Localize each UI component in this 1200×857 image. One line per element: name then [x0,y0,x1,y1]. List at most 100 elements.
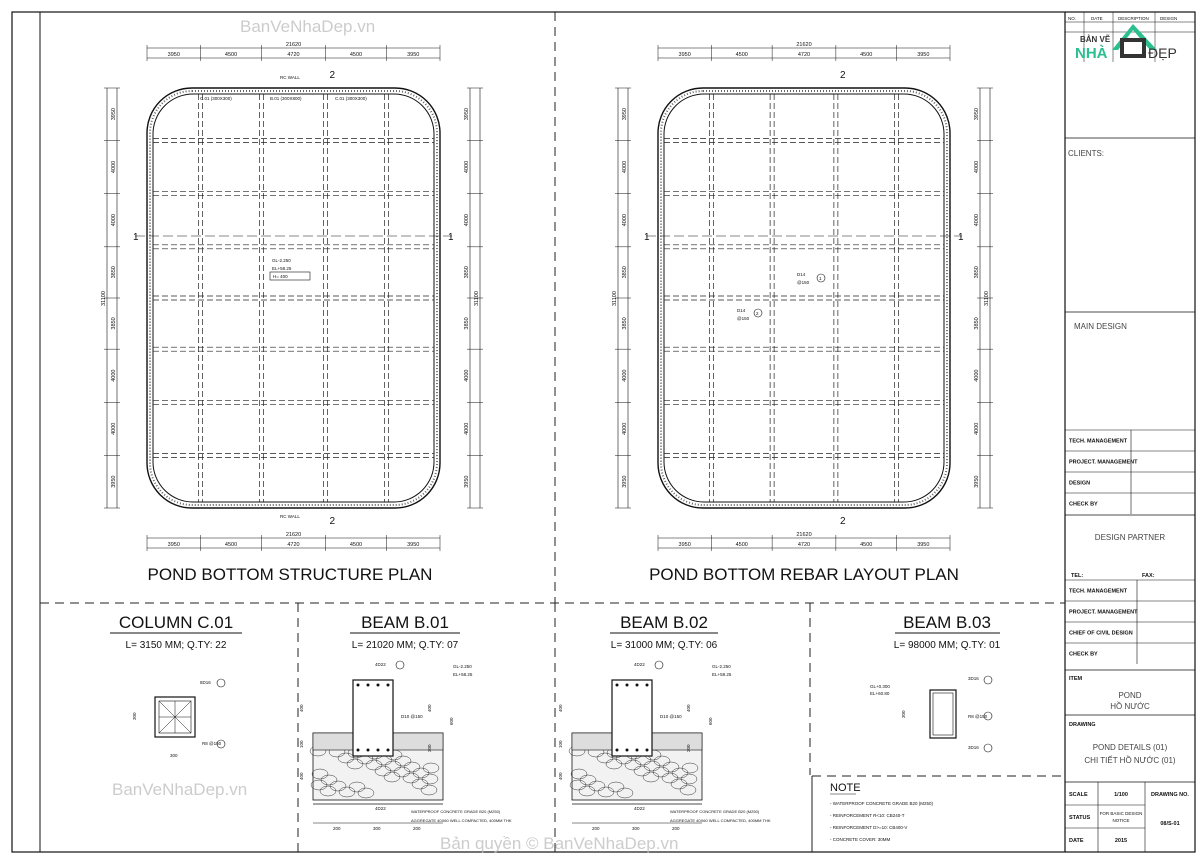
stone [357,787,375,799]
item-value-vn: HỒ NƯỚC [1110,701,1150,711]
dimension-label: 4000 [622,161,628,173]
bot-bar-label: 4D22 [634,806,645,811]
stone [579,774,597,786]
note-item: - REINFORCEMENT D>=10: CB400-V [830,825,907,830]
stone [320,774,338,786]
dimension-label: 3850 [464,266,470,278]
stone [329,780,347,792]
title-row-label: PROJECT. MANAGEMENT [1069,610,1138,616]
callout-circle [654,660,664,670]
dimension-label: 600 [449,717,454,725]
svg-text:1: 1 [819,276,822,281]
general-notes: NOTE - WATERPROOF CONCRETE GRADE B20 (M2… [811,775,1065,852]
svg-text:ĐẸP: ĐẸP [1148,45,1177,61]
title-row-label: CHECK BY [1069,502,1098,508]
svg-text:GL+0.300: GL+0.300 [870,684,890,689]
dimension-label: 4000 [622,370,628,382]
status-value: FOR BASIC DESIGN [1100,811,1143,816]
detail-note: AGGREGATE 40X60 WELL COMPACTED, 400MM TH… [670,818,771,823]
stone [653,755,671,767]
detail-subtitle: L= 98000 MM; Q.TY: 01 [894,640,1001,651]
title-block: NO. DATE DESCRIPTION DESIGN CLIENTS: MAI… [1065,12,1195,852]
rev-header: DATE [1091,16,1103,21]
sheet-border [11,11,1196,853]
detail-beam-b01: BEAM B.01 L= 21020 MM; Q.TY: 07 4D224D22… [299,613,512,831]
wall-hatch [660,90,948,506]
dimension-label: 4000 [464,161,470,173]
dimension-label: 300 [373,826,381,831]
dimension-label: 3950 [464,476,470,488]
status-label: STATUS [1069,815,1091,821]
dimension-label: 4500 [225,542,237,548]
dimension-label: 3950 [622,108,628,120]
drawing-value-vn: CHI TIẾT HỒ NƯỚC (01) [1084,755,1176,765]
dimension-label: 21620 [286,532,301,538]
dimension-label: 400 [558,704,563,712]
dimension-label: 400 [427,704,432,712]
fax-label: FAX: [1142,573,1155,579]
detail-note: WATERPROOF CONCRETE GRADE B20 (M250) [411,809,501,814]
title-row-label: DESIGN [1069,481,1090,487]
rebar-dot [376,748,380,752]
svg-text:EL+60.80: EL+60.80 [870,691,890,696]
dimension-label: 3950 [917,542,929,548]
pond-wall-inner [663,93,945,503]
rebar-dot [366,748,370,752]
rebar-dot [635,683,639,687]
el-label: EL+58.25 [712,672,732,677]
section-mark: 1 [133,232,139,243]
bot-bar-label: 4D22 [375,806,386,811]
dimension-label: 4000 [111,161,117,173]
dimension-label: 4000 [111,423,117,435]
svg-text:NHÀ: NHÀ [1075,45,1108,62]
clients-label: CLIENTS: [1068,149,1104,158]
rebar-dot [615,748,619,752]
dimension-label: 200 [427,744,432,752]
date-label: DATE [1069,838,1084,844]
dimension-label: 4720 [798,542,810,548]
rebar-dot [645,683,649,687]
detail-title: BEAM B.02 [620,613,708,632]
callout-circle [395,660,405,670]
top-bar-label: 4D22 [634,662,645,667]
dimension-label: 3850 [622,317,628,329]
svg-text:R8 @150: R8 @150 [968,714,988,719]
dimension-label: 4500 [860,542,872,548]
detail-column-c01: COLUMN C.01 L= 3150 MM; Q.TY: 22 8D16 R8… [110,613,242,758]
dimension-label: 4500 [736,52,748,58]
section-mark: 1 [448,232,454,243]
dimension-label: 4720 [287,52,299,58]
scale-value: 1/100 [1114,792,1128,798]
dimension-label: 3950 [407,542,419,548]
dimension-label: 21620 [286,42,301,48]
stone [607,781,625,793]
stone [311,768,329,780]
section-mark: 2 [330,516,336,527]
title-row-label: CHIEF OF CIVIL DESIGN [1069,631,1133,637]
svg-text:BẢN VẼ: BẢN VẼ [1080,35,1111,44]
wall-label: RC WALL [280,75,300,80]
title-row-label: CHECK BY [1069,652,1098,658]
stone [662,761,680,773]
gl-label: GL-2.250 [712,664,731,669]
stone [403,761,421,773]
beam-label: C.01 (300X300) [335,96,367,101]
design-partner-label: DESIGN PARTNER [1095,533,1166,542]
rev-header: NO. [1068,16,1076,21]
dimension-label: 3950 [168,52,180,58]
dimension-label: 4500 [225,52,237,58]
title-row-label: TECH. MANAGEMENT [1069,439,1128,445]
status-value-2: NOTICE [1112,818,1129,823]
drawing-value: POND DETAILS (01) [1093,743,1168,752]
detail-subtitle: L= 21020 MM; Q.TY: 07 [352,640,459,651]
dimension-label: 4000 [974,370,980,382]
note-item: - CONCRETE COVER: 30MM [830,837,891,842]
main-design-label: MAIN DESIGN [1074,322,1127,331]
dimension-label: 100 [299,740,304,748]
dimension-label: 3950 [622,476,628,488]
drawing-label: DRAWING [1069,722,1096,728]
dimension-label: 200 [333,826,341,831]
stone [588,780,606,792]
